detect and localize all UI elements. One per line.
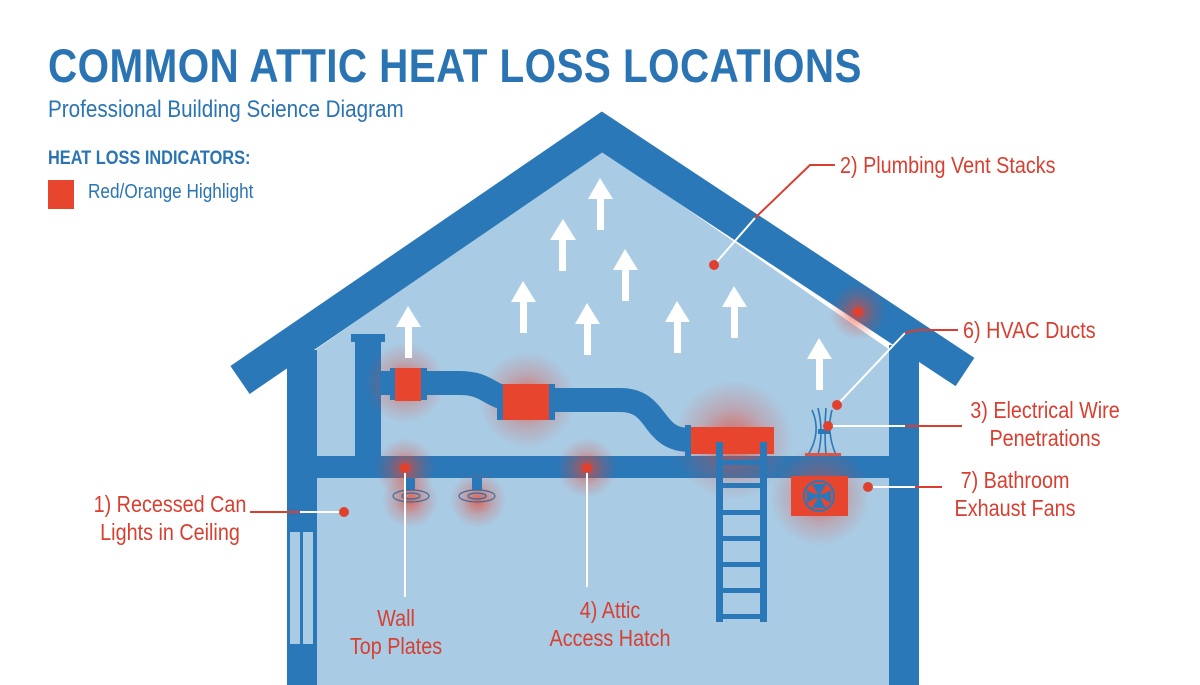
recessed-light-icon	[392, 478, 496, 503]
arrow-up-icon	[807, 338, 832, 390]
arrow-up-icon	[550, 219, 576, 271]
callout-bathroom-exhaust-fans: 7) Bathroom Exhaust Fans	[929, 466, 1101, 522]
vent-pipe-collar	[351, 334, 385, 342]
heat-rising-arrows	[396, 178, 832, 390]
house-interior	[315, 150, 890, 685]
callout-line: Top Plates	[349, 633, 443, 659]
callout-plumbing-vent-stacks: 2) Plumbing Vent Stacks	[840, 151, 1055, 179]
callout-attic-access-hatch: 4) Attic Access Hatch	[541, 596, 679, 652]
marker-attic-hatch	[582, 463, 592, 473]
callout-line: 2) Plumbing Vent Stacks	[840, 152, 1056, 178]
callout-line: Access Hatch	[549, 625, 671, 651]
wire-bundle-icon	[805, 407, 841, 456]
marker-hvac	[832, 400, 842, 410]
marker-roof	[853, 307, 863, 317]
leader-lines	[250, 164, 962, 597]
callout-line: 7) Bathroom	[960, 467, 1070, 493]
arrow-up-icon	[665, 301, 690, 353]
exhaust-fan-icon	[791, 476, 848, 516]
arrow-up-icon	[511, 281, 536, 333]
callout-electrical-wire-penetrations: 3) Electrical Wire Penetrations	[942, 396, 1148, 452]
page-title: COMMON ATTIC HEAT LOSS LOCATIONS	[48, 39, 862, 92]
callout-line: Penetrations	[989, 425, 1101, 451]
arrow-up-icon	[396, 306, 421, 358]
page-subtitle: Professional Building Science Diagram	[48, 96, 404, 123]
arrow-up-icon	[575, 303, 600, 355]
marker-recessed-lights	[339, 507, 349, 517]
callout-line: Exhaust Fans	[954, 495, 1076, 521]
callout-hvac-ducts: 6) HVAC Ducts	[963, 316, 1096, 344]
arrow-up-icon	[722, 286, 747, 338]
callout-line: 6) HVAC Ducts	[963, 317, 1096, 343]
callout-line: 4) Attic	[579, 597, 641, 623]
marker-wall-top-plates	[400, 463, 410, 473]
legend-label-highlight: Red/Orange Highlight	[88, 181, 254, 203]
callout-wall-top-plates: Wall Top Plates	[327, 604, 465, 660]
arrow-up-icon	[588, 178, 613, 230]
callout-recessed-can-lights: 1) Recessed Can Lights in Ceiling	[75, 490, 264, 546]
window-left	[290, 532, 313, 644]
marker-electrical	[823, 421, 833, 431]
marker-bathroom-fan	[863, 482, 873, 492]
marker-plumbing-vent	[709, 260, 719, 270]
heat-loss-markers	[339, 260, 873, 517]
callout-line: Lights in Ceiling	[100, 519, 240, 545]
legend-title: HEAT LOSS INDICATORS:	[48, 148, 251, 169]
callout-line: 3) Electrical Wire	[970, 397, 1120, 423]
attic-ladder-icon	[716, 442, 767, 622]
legend-swatch-highlight	[48, 180, 74, 209]
callout-line: Wall	[377, 605, 415, 631]
callout-line: 1) Recessed Can	[93, 491, 247, 517]
hvac-duct	[380, 368, 774, 458]
arrow-up-icon	[613, 249, 638, 301]
